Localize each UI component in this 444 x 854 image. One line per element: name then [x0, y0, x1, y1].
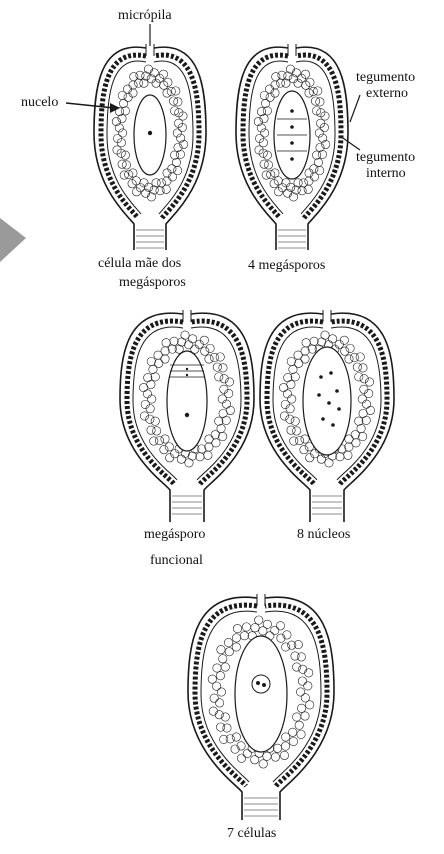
label-tegumento-interno-line2: interno [366, 166, 406, 182]
ovule-7-celulas [188, 594, 334, 820]
caption-stage4: 8 núcleos [297, 527, 350, 543]
nucleus-dot [290, 125, 294, 129]
nucleus-dot [148, 131, 152, 135]
nucleus-dot [331, 423, 335, 427]
ovule-celula-mae [94, 44, 206, 250]
nucleus-dot [262, 683, 266, 687]
embryo-sac [235, 636, 287, 752]
ovule-8-nucleos [260, 310, 394, 522]
nucleus-dot [319, 375, 323, 379]
ovule-4-megasporos [236, 44, 348, 250]
label-tegumento-externo-line2: externo [366, 86, 408, 102]
embryo-sac [303, 347, 351, 455]
label-tegumento-externo-line1: tegumento [356, 70, 415, 86]
nucleus-dot [317, 393, 321, 397]
nucleus-dot [290, 157, 294, 161]
pointer-arrow-icon [0, 218, 26, 262]
embryo-sac [167, 351, 207, 451]
label-tegumento-interno-line1: tegumento [356, 150, 415, 166]
nucleus-dot [290, 109, 294, 113]
nucleus-dot [321, 417, 325, 421]
caption-stage2: 4 megásporos [248, 258, 325, 274]
caption-stage3-line2: funcional [150, 553, 203, 569]
caption-stage5: 7 células [227, 826, 276, 842]
leader-nucelo [66, 103, 114, 108]
ovule-megasporo-funcional [120, 310, 254, 522]
nucleus-dot [327, 401, 331, 405]
leader-nucelo-arrowhead [110, 103, 120, 113]
label-micropila: micrópila [118, 8, 172, 24]
label-nucelo: nucelo [21, 95, 58, 111]
nucleus-dot [185, 413, 189, 417]
caption-stage1-line1: célula mãe dos [98, 256, 181, 272]
nucleus-dot [337, 407, 341, 411]
nucleus-dot [335, 389, 339, 393]
caption-stage1-line2: megásporos [119, 275, 186, 291]
nucleus-dot [329, 371, 333, 375]
leader-tegumento-externo [350, 95, 360, 122]
nucleus-dot [186, 374, 188, 376]
nucleus-dot [290, 141, 294, 145]
caption-stage3-line1: megásporo [144, 527, 205, 543]
nucleus-dot [186, 368, 188, 370]
nucleus-dot [256, 681, 260, 685]
